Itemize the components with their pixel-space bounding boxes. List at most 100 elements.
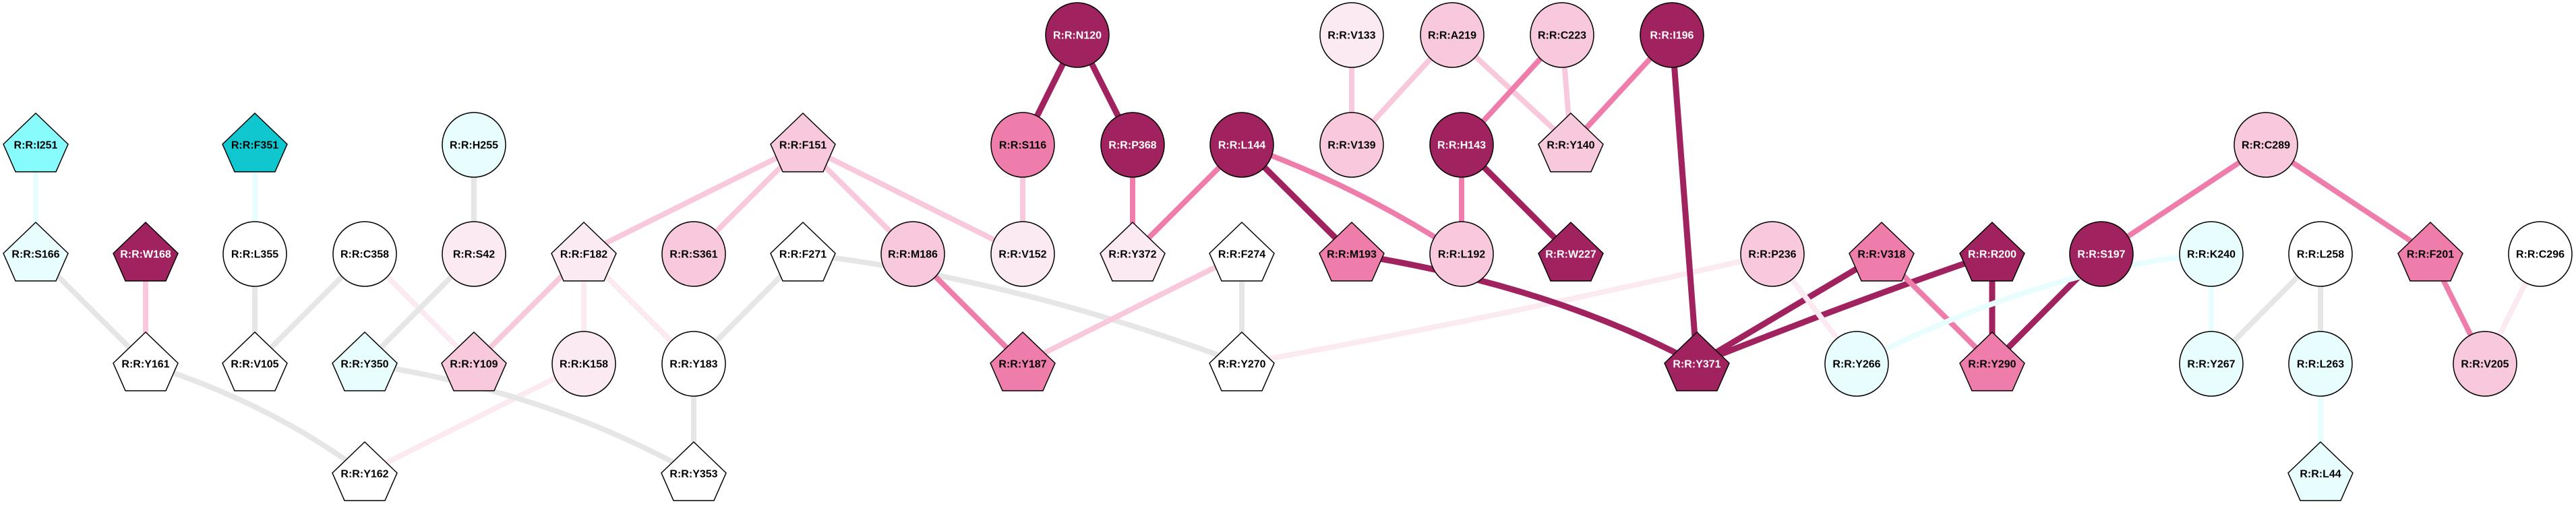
node-v318[interactable]: R:R:V318: [1849, 221, 1915, 282]
ellipse-shape: [2234, 112, 2298, 178]
node-label: R:R:V133: [1327, 30, 1375, 42]
node-y140[interactable]: R:R:Y140: [1538, 112, 1604, 172]
node-label: R:R:M186: [888, 249, 938, 261]
node-p236[interactable]: R:R:P236: [1740, 221, 1805, 287]
node-p368[interactable]: R:R:P368: [1100, 112, 1165, 178]
node-y266[interactable]: R:R:Y266: [1824, 331, 1889, 397]
ellipse-shape: [222, 221, 287, 287]
node-f351[interactable]: R:R:F351: [222, 112, 288, 172]
ellipse-shape: [1420, 2, 1485, 68]
pentagon-shape: [113, 331, 179, 391]
node-v205[interactable]: R:R:V205: [2453, 331, 2517, 397]
node-label: R:R:V152: [998, 249, 1046, 261]
ellipse-shape: [2453, 331, 2517, 397]
node-y372[interactable]: R:R:Y372: [1100, 221, 1166, 282]
node-y290[interactable]: R:R:Y290: [1959, 331, 2025, 391]
node-w227[interactable]: R:R:W227: [1538, 221, 1604, 282]
pentagon-shape: [1849, 221, 1915, 282]
node-label: R:R:L263: [2297, 359, 2344, 371]
node-y183[interactable]: R:R:Y183: [661, 331, 726, 397]
node-label: R:R:V205: [2461, 359, 2509, 371]
pentagon-shape: [1209, 221, 1275, 282]
node-y267[interactable]: R:R:Y267: [2179, 331, 2244, 397]
node-s42[interactable]: R:R:S42: [442, 221, 506, 287]
ellipse-shape: [1824, 331, 1889, 397]
node-c358[interactable]: R:R:C358: [332, 221, 397, 287]
ellipse-shape: [661, 221, 726, 287]
node-s166[interactable]: R:R:S166: [3, 221, 69, 282]
ellipse-shape: [332, 221, 397, 287]
node-c223[interactable]: R:R:C223: [1530, 2, 1594, 68]
node-l258[interactable]: R:R:L258: [2288, 221, 2353, 287]
node-k240[interactable]: R:R:K240: [2179, 221, 2244, 287]
ellipse-shape: [1429, 112, 1494, 178]
node-f274[interactable]: R:R:F274: [1209, 221, 1275, 282]
node-m186[interactable]: R:R:M186: [880, 221, 945, 287]
node-s361[interactable]: R:R:S361: [661, 221, 726, 287]
node-f151[interactable]: R:R:F151: [770, 112, 836, 172]
node-n120[interactable]: R:R:N120: [1045, 2, 1110, 68]
node-v152[interactable]: R:R:V152: [990, 221, 1055, 287]
pentagon-shape: [1100, 221, 1166, 282]
node-v133[interactable]: R:R:V133: [1319, 2, 1384, 68]
node-r200[interactable]: R:R:R200: [1959, 221, 2025, 282]
node-label: R:R:F151: [779, 140, 827, 152]
node-label: R:R:Y183: [669, 359, 717, 371]
node-y371[interactable]: R:R:Y371: [1664, 331, 1730, 391]
node-label: R:R:Y162: [340, 469, 388, 480]
node-s116[interactable]: R:R:S116: [990, 112, 1055, 178]
node-i251[interactable]: R:R:I251: [3, 112, 69, 172]
node-y187[interactable]: R:R:Y187: [990, 331, 1056, 391]
node-label: R:R:L355: [231, 249, 278, 261]
ellipse-shape: [1319, 2, 1384, 68]
ellipse-shape: [1640, 2, 1704, 68]
node-v139[interactable]: R:R:V139: [1319, 112, 1384, 178]
node-label: R:R:F351: [231, 140, 278, 152]
pentagon-shape: [770, 112, 836, 172]
node-y109[interactable]: R:R:Y109: [441, 331, 507, 391]
node-label: R:R:Y267: [2187, 359, 2235, 371]
edge-layer: [32, 33, 2543, 476]
pentagon-shape: [1538, 112, 1604, 172]
ellipse-shape: [1045, 2, 1110, 68]
node-i196[interactable]: R:R:I196: [1640, 2, 1704, 68]
node-label: R:R:V105: [231, 359, 278, 371]
node-f201[interactable]: R:R:F201: [2397, 221, 2463, 282]
pentagon-shape: [661, 441, 727, 501]
node-f182[interactable]: R:R:F182: [551, 221, 617, 282]
node-a219[interactable]: R:R:A219: [1420, 2, 1485, 68]
pentagon-shape: [1209, 331, 1275, 391]
node-label: R:R:C296: [2516, 249, 2565, 261]
ellipse-shape: [990, 112, 1055, 178]
node-v105[interactable]: R:R:V105: [222, 331, 288, 391]
node-h255[interactable]: R:R:H255: [442, 112, 506, 178]
node-l44[interactable]: R:R:L44: [2287, 441, 2354, 501]
ellipse-shape: [1429, 221, 1494, 287]
node-label: R:R:Y290: [1968, 359, 2016, 371]
node-y350[interactable]: R:R:Y350: [332, 331, 398, 391]
node-h143[interactable]: R:R:H143: [1429, 112, 1494, 178]
node-y162[interactable]: R:R:Y162: [332, 441, 398, 501]
node-l144[interactable]: R:R:L144: [1209, 112, 1274, 178]
node-label: R:R:H255: [450, 140, 498, 152]
node-label: R:R:F182: [560, 249, 607, 261]
ellipse-shape: [442, 112, 506, 178]
edge-y270-p236: [1241, 251, 1773, 366]
node-l263[interactable]: R:R:L263: [2288, 331, 2353, 397]
node-c289[interactable]: R:R:C289: [2234, 112, 2298, 178]
node-label: R:R:S42: [453, 249, 495, 261]
node-label: R:R:S197: [2077, 249, 2125, 261]
node-l355[interactable]: R:R:L355: [222, 221, 287, 287]
node-c296[interactable]: R:R:C296: [2508, 221, 2573, 287]
ellipse-shape: [1209, 112, 1274, 178]
node-f271[interactable]: R:R:F271: [770, 221, 836, 282]
node-y270[interactable]: R:R:Y270: [1209, 331, 1275, 391]
node-l192[interactable]: R:R:L192: [1429, 221, 1494, 287]
node-y161[interactable]: R:R:Y161: [113, 331, 179, 391]
node-m193[interactable]: R:R:M193: [1319, 221, 1385, 282]
node-y353[interactable]: R:R:Y353: [661, 441, 727, 501]
node-w168[interactable]: R:R:W168: [113, 221, 179, 282]
node-s197[interactable]: R:R:S197: [2069, 221, 2134, 287]
node-k158[interactable]: R:R:K158: [551, 331, 616, 397]
